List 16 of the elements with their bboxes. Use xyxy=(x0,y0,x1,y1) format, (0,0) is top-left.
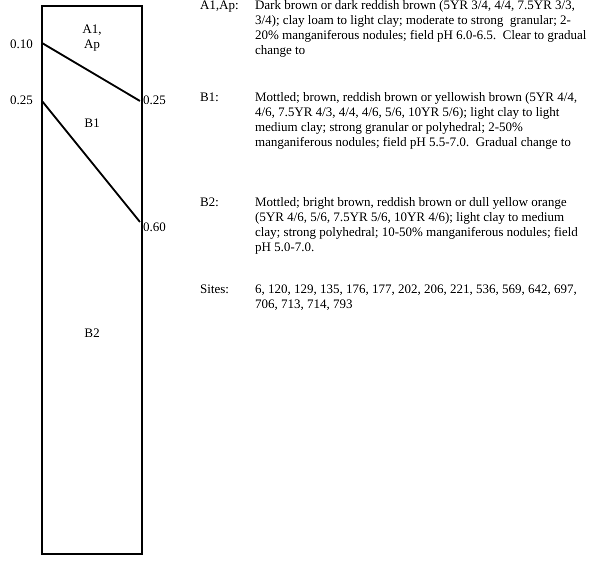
horizon-heading: B1: xyxy=(200,89,219,104)
depth-label: 0.60 xyxy=(143,219,166,234)
horizon-name: A1, Ap xyxy=(81,21,103,51)
depth-label: 0.10 xyxy=(10,36,33,51)
horizon-description: Mottled; brown, reddish brown or yellowish brown (5YR 4/4, 4/6, 7.5YR 4/3, 4/4, 4/6, 5/6, 10YR 5/6); light clay to light medium clay; strong granular or polyhedral; 2-50% manganiferous nodules; field pH 5.5-7.0. Gradual change to xyxy=(255,89,578,149)
horizon-heading: B2: xyxy=(200,194,219,209)
horizon-name: B2 xyxy=(83,325,101,340)
horizon-name: B1 xyxy=(83,115,101,130)
soil-profile-column xyxy=(41,5,143,555)
depth-label: 0.25 xyxy=(143,92,166,107)
depth-label: 0.25 xyxy=(10,92,33,107)
horizon-description: Mottled; bright brown, reddish brown or dull yellow orange (5YR 4/6, 5/6, 7.5YR 5/6, 10YR 4/6); light clay to medium clay; strong polyhedral; 10-50% manganiferous nodules; field pH 5.0-7.0. xyxy=(255,194,579,254)
horizon-heading: Sites: xyxy=(200,281,229,296)
horizon-description: Dark brown or dark reddish brown (5YR 3/4, 4/4, 7.5YR 3/3, 3/4); clay loam to light clay; moderate to strong granular; 2-20% manganiferous nodules; field pH 6.0-6.5. Clear to gradual change to xyxy=(255,0,588,57)
horizon-heading: A1,Ap: xyxy=(200,0,239,12)
horizon-description: 6, 120, 129, 135, 176, 177, 202, 206, 221, 536, 569, 642, 697, 706, 713, 714, 793 xyxy=(255,281,578,311)
